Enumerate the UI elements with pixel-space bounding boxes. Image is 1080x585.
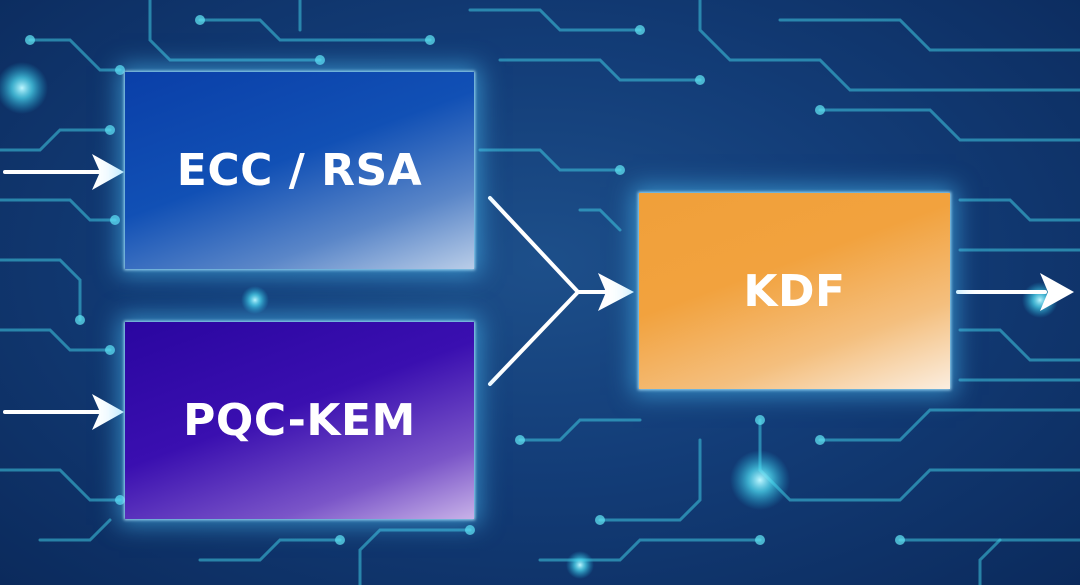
input-arrow-ecc-head (92, 154, 124, 190)
kdf-block: KDF (639, 193, 950, 389)
pqc-kem-label: PQC-KEM (183, 395, 416, 446)
merge-arrow-head (598, 273, 634, 311)
ecc-rsa-block: ECC / RSA (125, 72, 474, 269)
merge-lines (488, 196, 581, 386)
pqc-kem-block: PQC-KEM (125, 322, 474, 519)
kdf-label: KDF (743, 265, 846, 317)
ecc-rsa-label: ECC / RSA (176, 145, 423, 196)
output-arrow-head (1040, 273, 1074, 311)
input-arrow-pqc-head (92, 394, 124, 430)
